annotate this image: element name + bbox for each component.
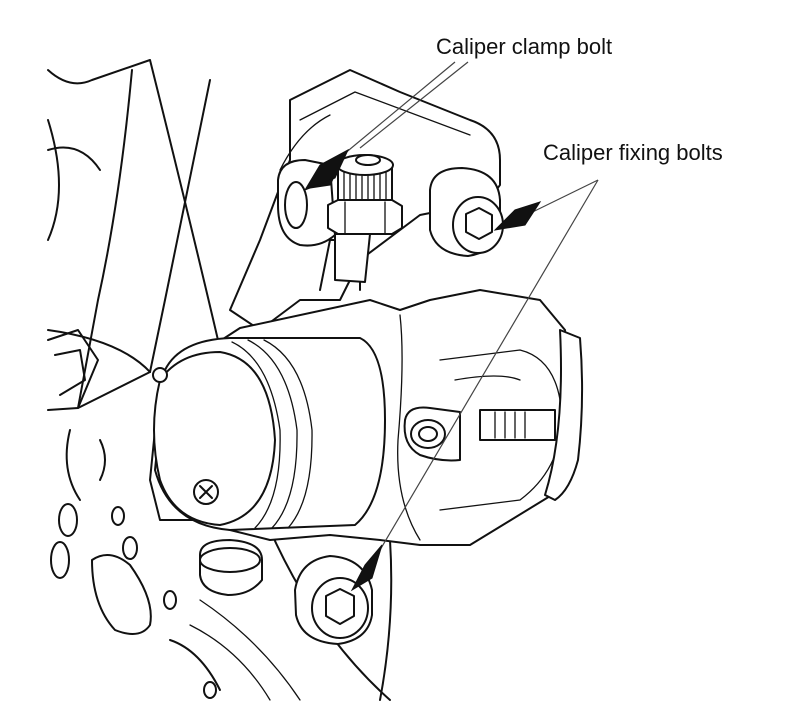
fixing-bolt-lower-arrow-icon <box>350 544 383 592</box>
piston-housing <box>152 337 386 596</box>
caliper-fixing-bolt-upper <box>429 167 504 257</box>
label-caliper-clamp-bolt: Caliper clamp bolt <box>436 34 612 59</box>
fork-leg <box>47 69 211 411</box>
label-caliper-fixing-bolts: Caliper fixing bolts <box>543 140 723 165</box>
fixing-bolt-upper-arrow-icon <box>493 201 542 231</box>
caliper-clamp-bolt <box>327 154 403 283</box>
caliper-fixing-bolt-lower <box>294 555 373 645</box>
arrowheads <box>303 148 542 592</box>
